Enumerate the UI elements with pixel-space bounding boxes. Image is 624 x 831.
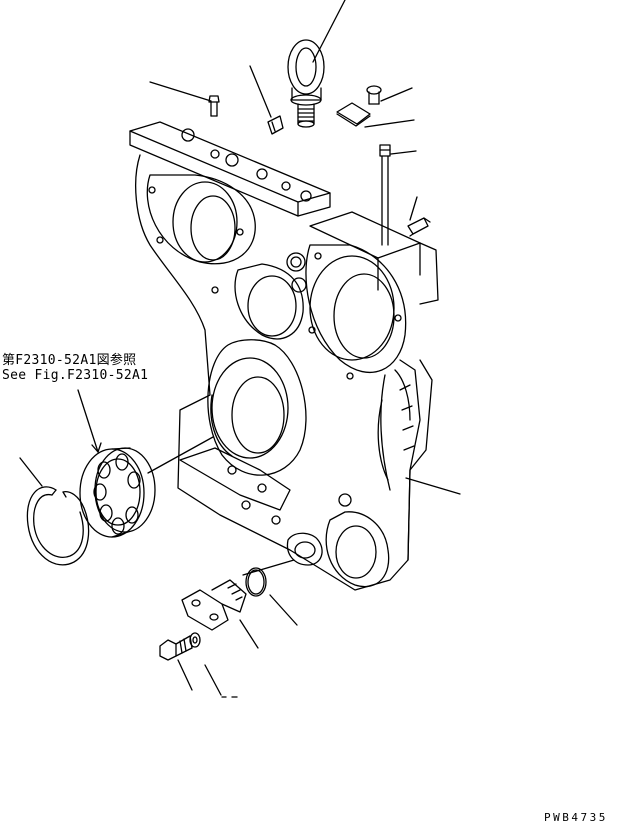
lifting-eye-bolt xyxy=(287,39,325,128)
drawing-code: PWB4735 xyxy=(544,811,608,824)
flange-bolt xyxy=(159,635,193,661)
front-housing xyxy=(129,121,439,591)
plug-side xyxy=(407,217,431,237)
cover-plate xyxy=(336,102,371,127)
washer xyxy=(189,632,201,648)
o-ring xyxy=(245,567,267,597)
mounting-bolt-upper xyxy=(208,95,220,117)
elbow-fitting xyxy=(181,579,247,631)
reference-label-english: See Fig.F2310-52A1 xyxy=(2,368,149,383)
long-bolt xyxy=(379,144,391,246)
reference-label-japanese: 第F2310-52A1図参照 xyxy=(2,353,137,368)
cover-plate-screw xyxy=(366,85,382,105)
plug-upper xyxy=(267,115,284,135)
snap-ring xyxy=(26,486,90,566)
bearing xyxy=(79,447,156,538)
leader-lines xyxy=(19,0,461,698)
